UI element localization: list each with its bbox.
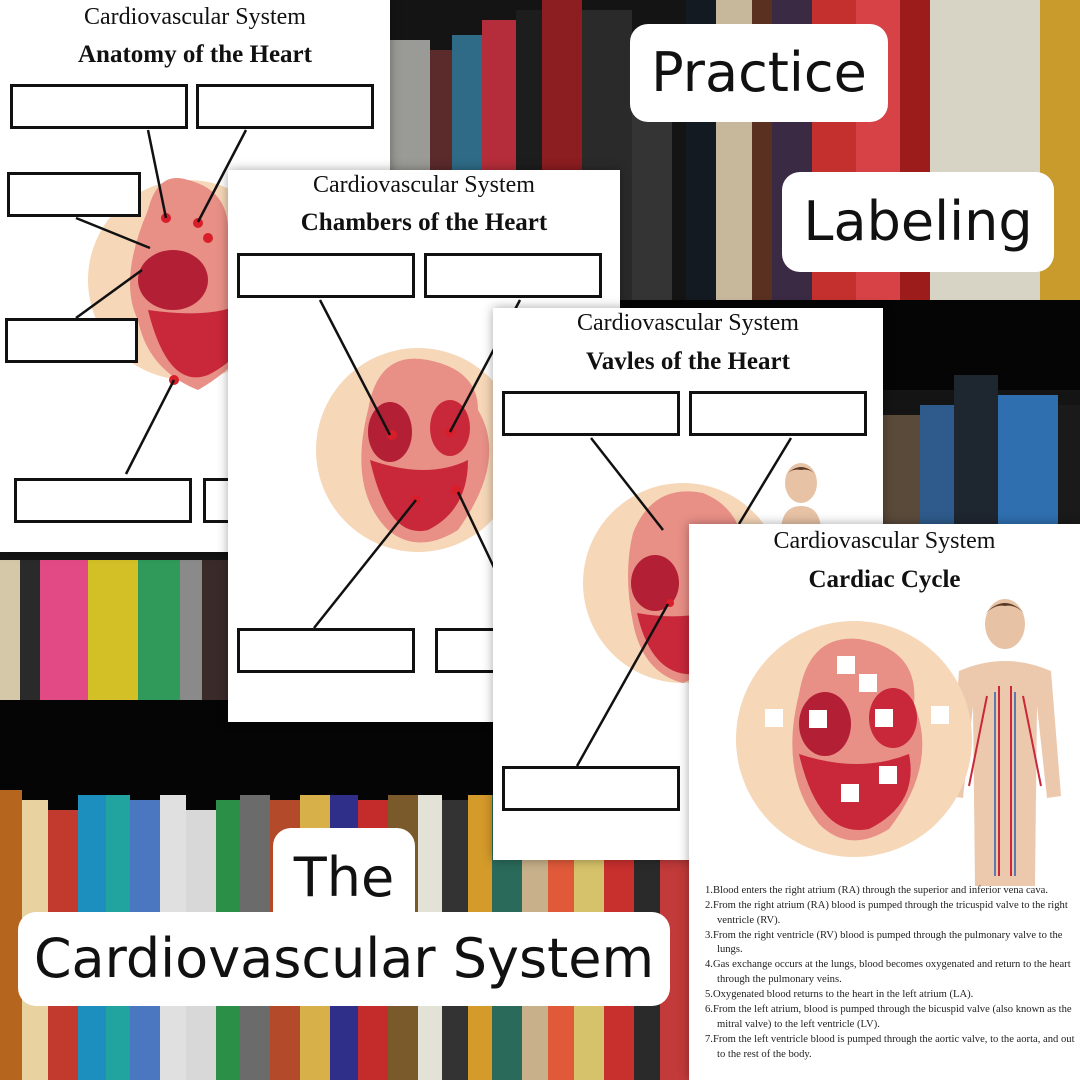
label-blank[interactable] (7, 172, 141, 217)
list-item: 2.From the right atrium (RA) blood is pu… (705, 900, 1068, 926)
label-leader-lines (575, 437, 793, 767)
caption-the: The (273, 828, 415, 928)
worksheet-title: Chambers of the Heart (300, 209, 548, 236)
label-blank[interactable] (5, 318, 138, 363)
worksheet-subtitle: Cardiovascular System (84, 4, 306, 30)
label-blank[interactable] (689, 391, 867, 436)
list-item: 3.From the right ventricle (RV) blood is… (705, 929, 1063, 956)
label-leader-lines (75, 129, 248, 475)
worksheet-cardiac-cycle: Cardiovascular System Cardiac Cycle 1.Bl… (689, 524, 1080, 1080)
worksheet-title: Vavles of the Heart (586, 348, 790, 375)
human-body-figure (949, 599, 1061, 886)
worksheet-title: Anatomy of the Heart (78, 41, 312, 68)
list-item: 7.From the left ventricle blood is pumpe… (705, 1033, 1075, 1060)
label-blank[interactable] (10, 84, 188, 129)
human-figure-icon (781, 463, 821, 528)
list-item: 6.From the left atrium, blood is pumped … (705, 1004, 1072, 1030)
label-blank[interactable] (237, 253, 415, 298)
worksheet-subtitle: Cardiovascular System (313, 172, 535, 198)
caption-system-name: Cardiovascular System (18, 912, 670, 1006)
worksheet-subtitle: Cardiovascular System (773, 528, 996, 554)
label-blank[interactable] (196, 84, 374, 129)
worksheet-title: Cardiac Cycle (808, 566, 961, 593)
list-item: 4.Gas exchange occurs at the lungs, bloo… (705, 959, 1071, 986)
heart-cycle-illustration (736, 621, 972, 857)
worksheet-subtitle: Cardiovascular System (577, 310, 799, 336)
worksheet-valves: Cardiovascular System Vavles of the Hear… (493, 308, 883, 860)
caption-practice: Practice (630, 24, 888, 122)
label-blank[interactable] (424, 253, 602, 298)
shelf-row-middle-left (0, 550, 1080, 710)
label-blank[interactable] (14, 478, 192, 523)
caption-labeling: Labeling (782, 172, 1054, 272)
label-blank[interactable] (502, 766, 680, 811)
cardiac-cycle-steps: 1.Blood enters the right atrium (RA) thr… (705, 884, 1080, 1063)
heart-chambers-illustration (316, 348, 520, 552)
label-blank[interactable] (502, 391, 680, 436)
shelf-row-middle-right (0, 375, 1080, 525)
list-item: 1.Blood enters the right atrium (RA) thr… (705, 885, 1049, 896)
label-blank[interactable] (237, 628, 415, 673)
list-item: 5.Oxygenated blood returns to the heart … (705, 989, 974, 1001)
